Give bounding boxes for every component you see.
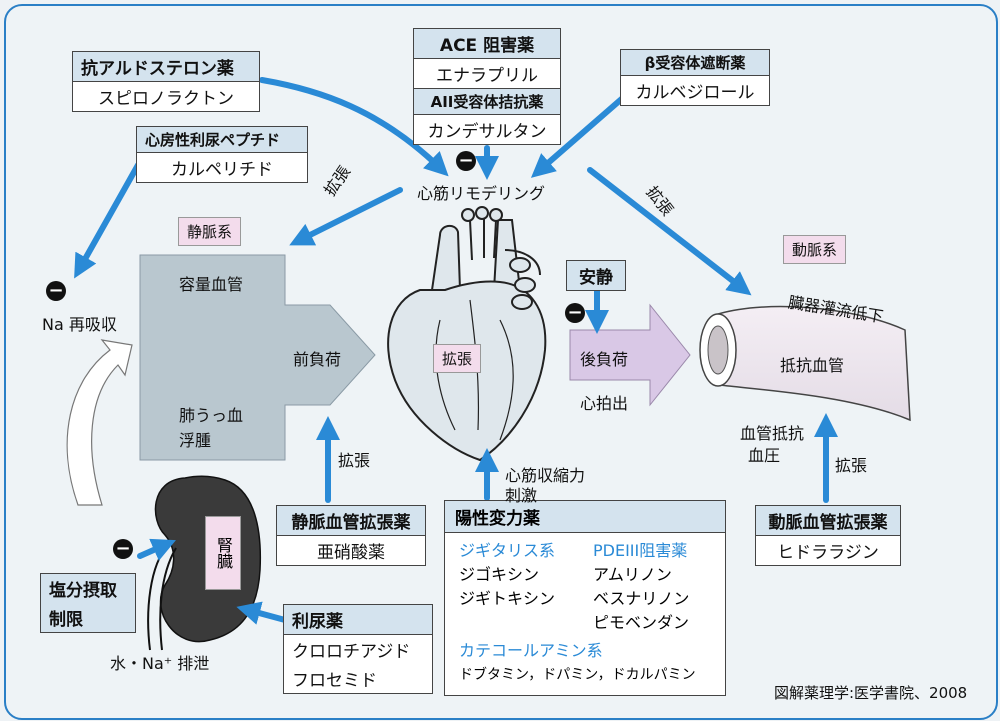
pde-drug: ベスナリノン bbox=[593, 589, 690, 608]
blood-pressure-label: 血圧 bbox=[748, 446, 781, 465]
box-beta-blocker: β受容体遮断薬 カルベジロール bbox=[620, 49, 770, 106]
arrow-anp-na bbox=[74, 162, 141, 279]
catechol-drugs: ドブタミン，ドパミン，ドカルパミン bbox=[459, 667, 696, 683]
digitalis-drug: ジギトキシン bbox=[459, 589, 556, 608]
minus-na-reabsorption: − bbox=[46, 281, 66, 301]
box-rest: 安静 bbox=[566, 260, 626, 291]
pde-label: PDEIII阻害薬 bbox=[593, 541, 688, 560]
anp-drug: カルペリチド bbox=[171, 160, 273, 180]
box-salt-restriction: 塩分摂取 制限 bbox=[40, 573, 136, 633]
arrow-diuretic-kidney bbox=[236, 601, 288, 625]
anp-class: 心房性利尿ペプチド bbox=[137, 127, 307, 153]
arb-drug: カンデサルタン bbox=[427, 122, 547, 142]
positive-inotropes-title: 陽性変力薬 bbox=[445, 501, 725, 533]
venous-dilator-class: 静脈血管拡張薬 bbox=[277, 506, 425, 536]
box-arterial-dilator: 動脈血管拡張薬 ヒドララジン bbox=[755, 505, 901, 566]
digitalis-drug: ジゴキシン bbox=[459, 565, 540, 584]
aldosterone-antagonist-drug: スピロノラクトン bbox=[98, 89, 234, 109]
digitalis-label: ジギタリス系 bbox=[459, 541, 556, 560]
dilation-label-arterial-dilator: 拡張 bbox=[835, 456, 868, 475]
remodeling-label: 心筋リモデリング bbox=[417, 184, 546, 203]
arb-class: AII受容体拮抗薬 bbox=[414, 89, 560, 115]
arrow-remodeling-arterial bbox=[587, 167, 752, 296]
box-diuretic: 利尿薬 クロロチアジド フロセミド bbox=[283, 604, 433, 694]
source-citation: 図解薬理学:医学書院、2008 bbox=[774, 684, 968, 702]
minus-afterload: − bbox=[565, 303, 585, 323]
box-positive-inotropes: 陽性変力薬 ジギタリス系 ジゴキシン ジギトキシン PDEIII阻害薬 アムリノ… bbox=[444, 500, 726, 696]
arrow-aldosterone-remodeling bbox=[259, 77, 449, 177]
rest-label: 安静 bbox=[579, 268, 613, 288]
afterload-label: 後負荷 bbox=[580, 350, 629, 369]
salt-restriction-line1: 塩分摂取 bbox=[49, 581, 117, 601]
arterial-dilator-class: 動脈血管拡張薬 bbox=[756, 506, 900, 536]
contractility-line2: 刺激 bbox=[505, 486, 538, 505]
arrow-beta-remodeling bbox=[530, 93, 628, 178]
box-ace-arb: ACE 阻害薬 エナラプリル AII受容体拮抗薬 カンデサルタン bbox=[413, 28, 561, 145]
salt-restriction-line2: 制限 bbox=[49, 610, 83, 630]
ace-inhibitor-class: ACE 阻害薬 bbox=[414, 29, 560, 59]
beta-blocker-drug: カルベジロール bbox=[635, 83, 755, 103]
venous-dilator-drug: 亜硝酸薬 bbox=[317, 543, 385, 563]
pde-drug: アムリノン bbox=[593, 565, 672, 584]
diuretic-drug-1: クロロチアジド bbox=[292, 642, 411, 662]
box-venous-dilator: 静脈血管拡張薬 亜硝酸薬 bbox=[276, 505, 426, 566]
contractility-line1: 心筋収縮力 bbox=[505, 466, 586, 485]
na-reabsorption-arrow bbox=[66, 339, 133, 506]
preload-label: 前負荷 bbox=[293, 350, 342, 369]
beta-blocker-class: β受容体遮断薬 bbox=[621, 50, 769, 76]
box-anp: 心房性利尿ペプチド カルペリチド bbox=[136, 126, 308, 183]
resistance-vessel bbox=[699, 305, 911, 422]
minus-kidney: − bbox=[113, 539, 133, 559]
heart bbox=[387, 206, 547, 462]
arterial-dilator-drug: ヒドララジン bbox=[777, 543, 879, 563]
water-na-excretion-label: 水・Na⁺ 排泄 bbox=[110, 654, 210, 673]
capacity-vessels-label: 容量血管 bbox=[179, 275, 244, 294]
box-aldosterone-antagonist: 抗アルドステロン薬 スピロノラクトン bbox=[72, 51, 260, 112]
minus-remodeling: − bbox=[456, 151, 476, 171]
kidney-label: 腎臓 bbox=[205, 516, 241, 590]
edema-label: 浮腫 bbox=[179, 431, 212, 450]
diuretic-drug-2: フロセミド bbox=[292, 671, 377, 691]
pde-drug: ピモベンダン bbox=[593, 613, 690, 632]
dilation-label-venous-dilator: 拡張 bbox=[338, 451, 371, 470]
na-reabsorption-label: Na 再吸収 bbox=[42, 315, 117, 334]
pde-column: PDEIII阻害薬 アムリノン ベスナリノン ピモベンダン bbox=[593, 539, 689, 635]
arterial-system-tag: 動脈系 bbox=[783, 235, 847, 264]
aldosterone-antagonist-class: 抗アルドステロン薬 bbox=[73, 52, 259, 82]
vascular-resistance-label: 血管抵抗 bbox=[740, 424, 805, 443]
resistance-vessels-label: 抵抗血管 bbox=[780, 356, 845, 375]
heart-dilation-tag: 拡張 bbox=[433, 344, 482, 373]
venous-system-arrow bbox=[139, 254, 376, 461]
catechol-label: カテコールアミン系 bbox=[459, 641, 603, 660]
arrow-salt-kidney bbox=[137, 538, 176, 561]
venous-system-tag: 静脈系 bbox=[178, 217, 242, 246]
diuretic-class: 利尿薬 bbox=[284, 605, 432, 635]
pulmonary-congestion-label: 肺うっ血 bbox=[179, 406, 244, 425]
ace-inhibitor-drug: エナラプリル bbox=[414, 59, 560, 89]
digitalis-column: ジギタリス系 ジゴキシン ジギトキシン bbox=[459, 539, 555, 611]
cardiac-output-label: 心拍出 bbox=[580, 394, 629, 413]
arrow-remodeling-venous bbox=[289, 187, 403, 246]
